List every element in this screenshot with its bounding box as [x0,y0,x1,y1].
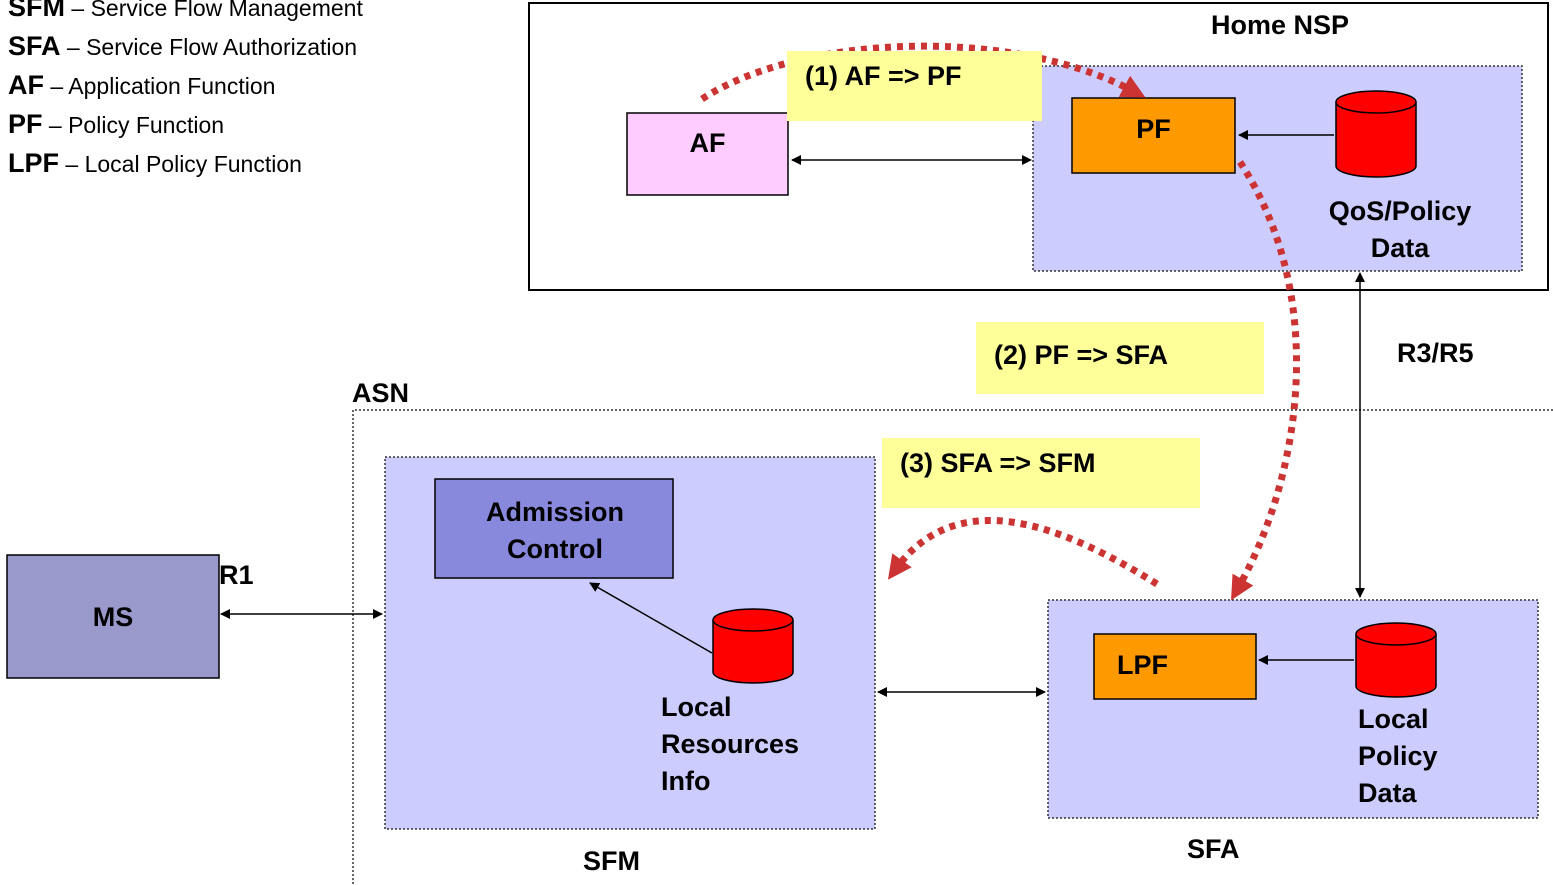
local-db-to-admission-arrow [589,582,713,654]
af-label: AF [689,128,726,158]
sfa-label: SFA [1187,834,1240,864]
sfm-label: SFM [583,846,640,876]
legend-item-sfm: SFM – Service Flow Management [8,0,363,27]
lpf-box [1093,633,1257,700]
legend-desc: – Policy Function [48,112,225,138]
r3-r5-label: R3/R5 [1397,338,1474,368]
asn-boundary [352,409,1553,885]
legend-list: SFM – Service Flow Management SFA – Serv… [8,0,363,183]
legend-desc: – Service Flow Authorization [66,34,358,60]
local-resources-info-label: Local Resources Info [661,692,800,796]
home-nsp-title: Home NSP [1211,10,1350,40]
admission-control-label: Admission Control [485,497,625,564]
pf-label: PF [1136,114,1171,144]
legend-desc: – Service Flow Management [71,0,363,21]
qos-policy-database-icon [1335,90,1417,178]
step-callout-3: (3) SFA => SFM [882,438,1200,508]
flow-arrow-af-to-pf [700,42,1146,102]
legend-abbr: PF [8,109,43,139]
local-resources-database-icon [712,608,794,684]
flow-arrow-pf-to-sfa [1231,160,1301,601]
legend-desc: – Local Policy Function [65,151,302,177]
step-callout-1: (1) AF => PF [787,51,1042,121]
af-box [626,112,789,196]
ms-box [6,554,220,679]
legend-abbr: LPF [8,148,59,178]
legend-item-lpf: LPF – Local Policy Function [8,144,363,183]
flow-arrow-sfa-to-sfm [887,517,1159,587]
legend-item-pf: PF – Policy Function [8,105,363,144]
lpf-label: LPF [1117,650,1168,680]
ms-label: MS [92,602,134,632]
legend-abbr: AF [8,70,44,100]
legend-desc: – Application Function [50,73,276,99]
admission-control-box [434,478,674,579]
legend-item-sfa: SFA – Service Flow Authorization [8,27,363,66]
r1-label: R1 [219,560,254,590]
local-policy-database-icon [1355,622,1437,698]
legend-item-af: AF – Application Function [8,66,363,105]
step-callout-2: (2) PF => SFA [976,322,1264,394]
asn-title: ASN [352,378,410,408]
legend-abbr: SFM [8,0,65,22]
legend-abbr: SFA [8,31,61,61]
local-policy-data-label: Local Policy Data [1358,704,1438,808]
qos-policy-data-label: QoS/Policy Data [1328,196,1472,263]
pf-box [1071,97,1236,174]
